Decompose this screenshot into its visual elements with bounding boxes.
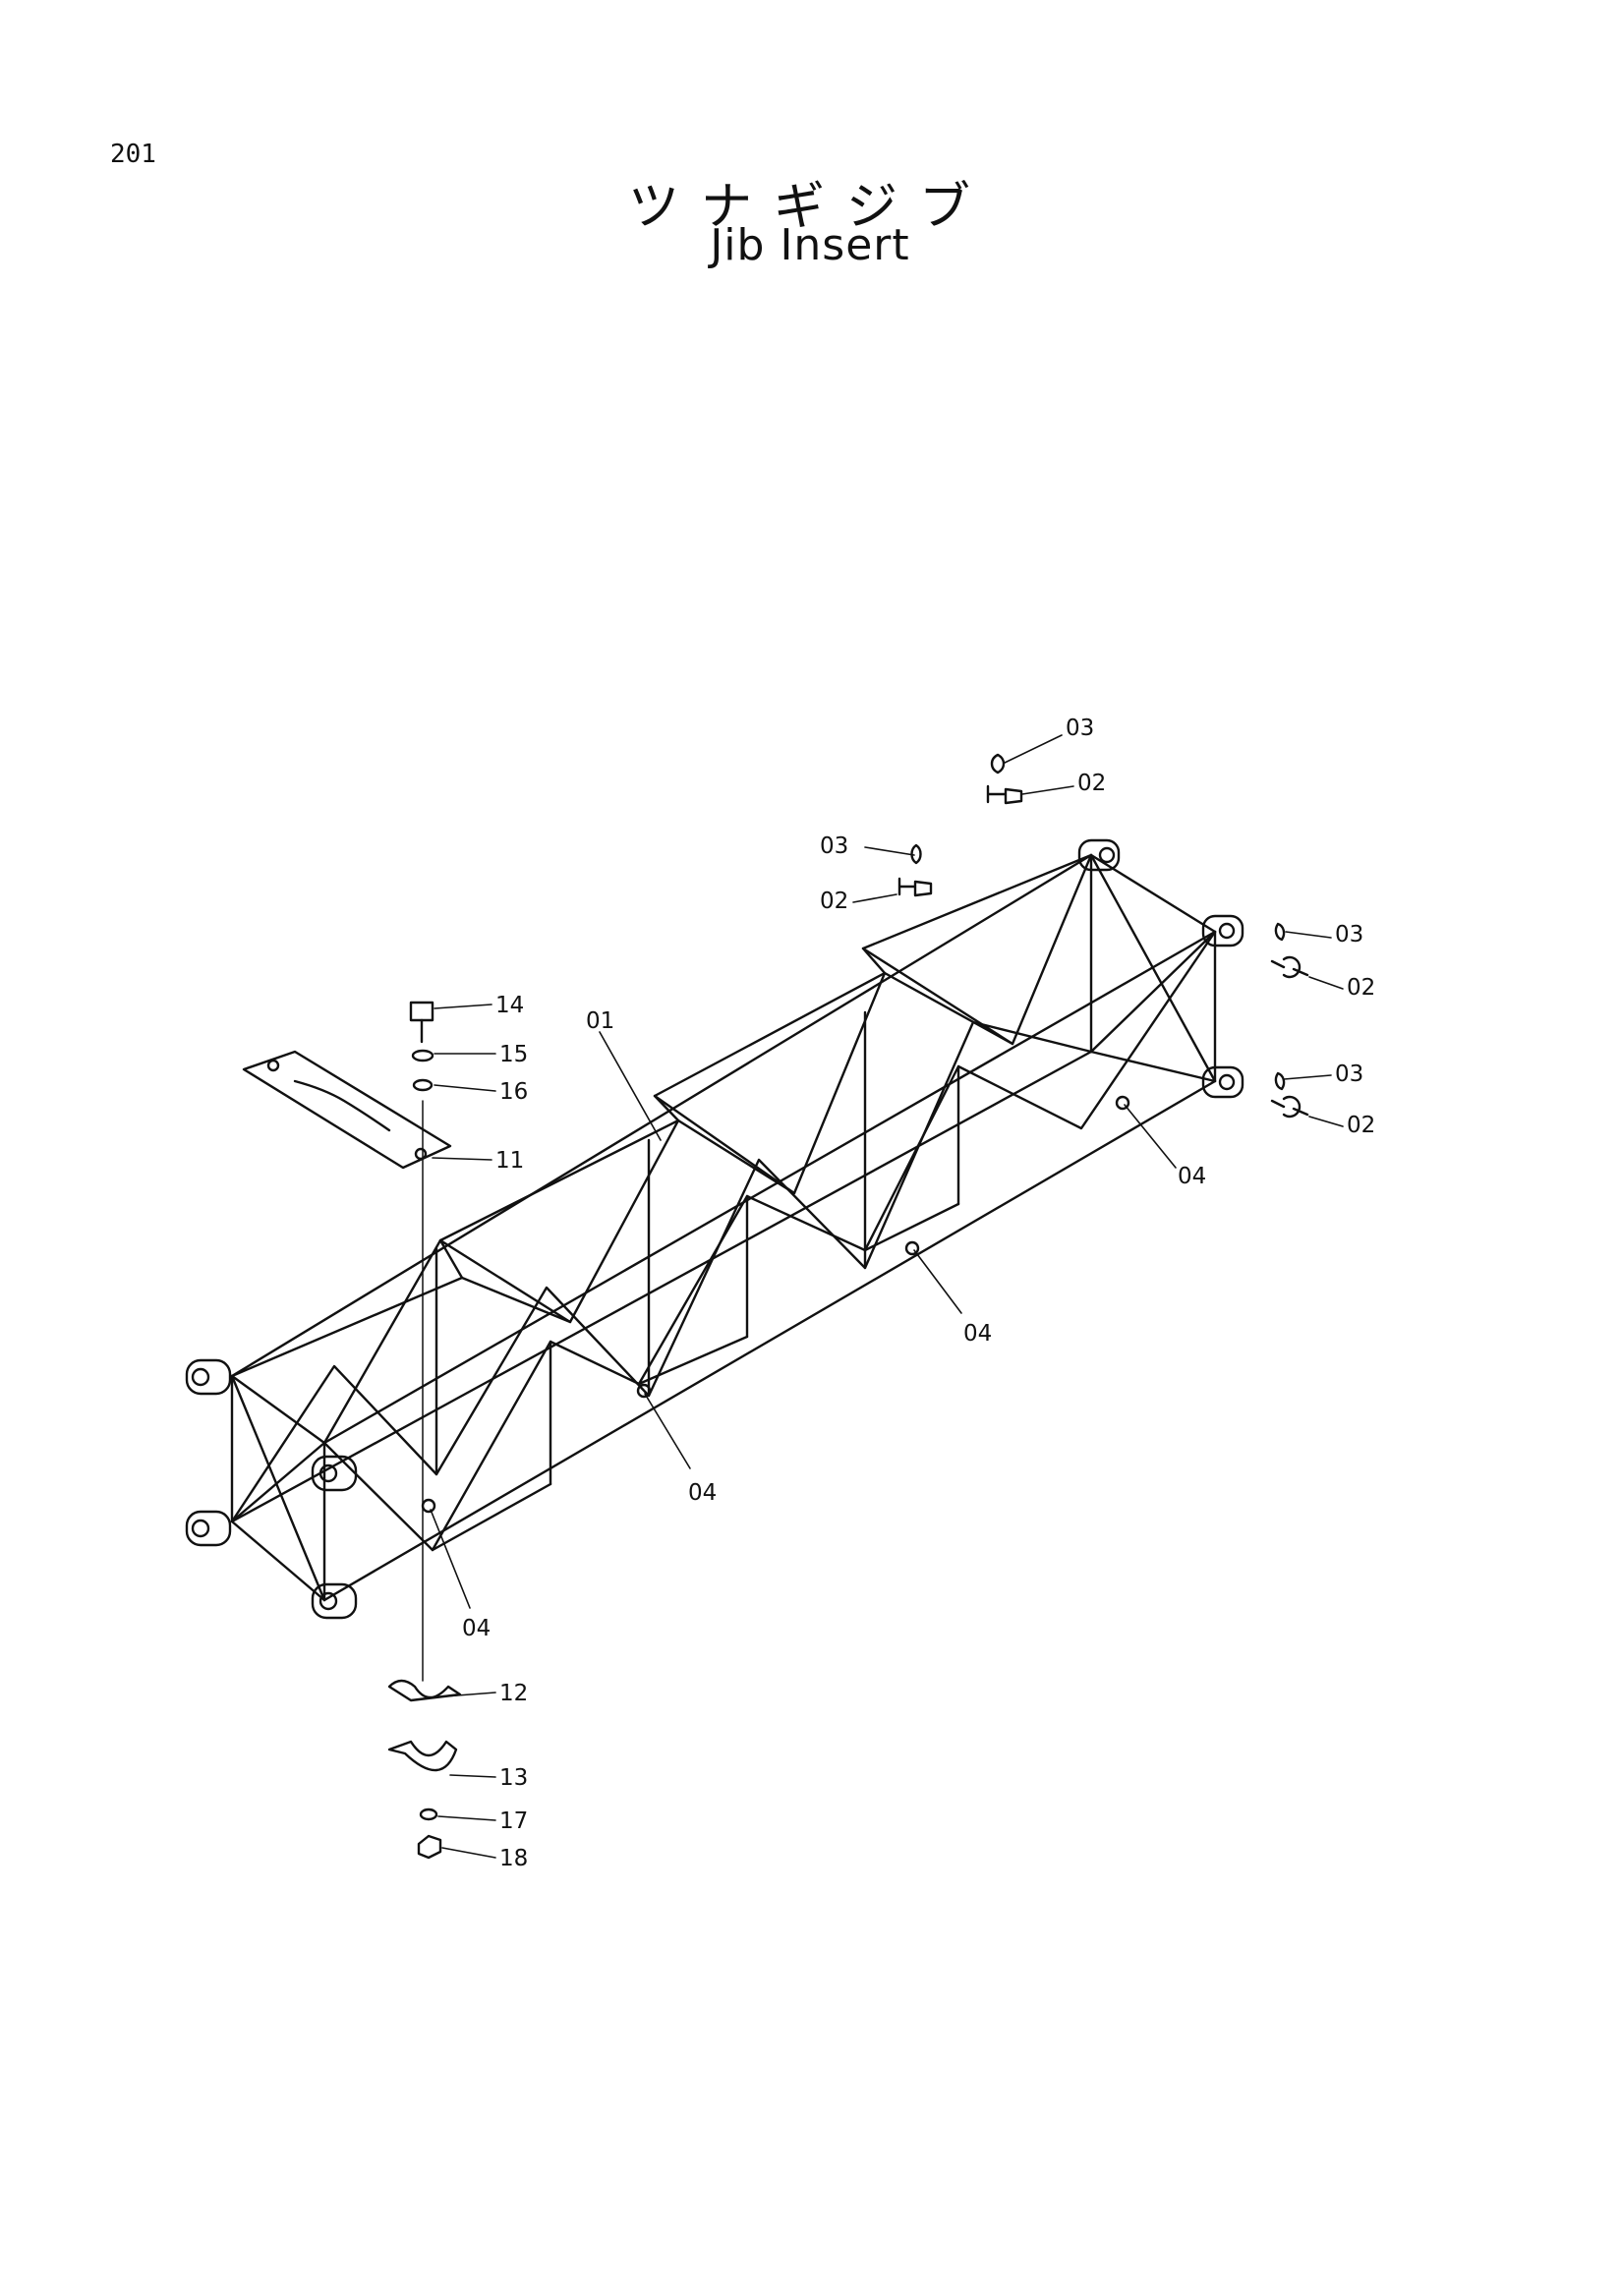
callout-02: 02 xyxy=(1077,771,1106,796)
callout-03: 03 xyxy=(1335,1062,1363,1087)
pins xyxy=(897,784,1309,1119)
top-right-chord xyxy=(322,930,1217,1445)
callout-03: 03 xyxy=(1066,716,1094,741)
page-number: 201 xyxy=(110,140,156,169)
callout-labels: 03 02 03 02 03 02 03 02 04 04 04 04 01 1… xyxy=(462,716,1375,1871)
bolt-and-washers xyxy=(409,1001,434,1092)
title-japanese: ツナギジブ xyxy=(627,178,992,237)
callout-17: 17 xyxy=(499,1808,528,1834)
callout-03: 03 xyxy=(820,833,848,859)
callout-15: 15 xyxy=(499,1042,528,1067)
top-left-chord xyxy=(230,853,1093,1378)
callout-16: 16 xyxy=(499,1079,528,1105)
callout-02: 02 xyxy=(1347,1113,1375,1138)
jib-lattice-frame xyxy=(230,853,1217,1602)
callout-04: 04 xyxy=(1178,1164,1206,1189)
leader-lines xyxy=(430,734,1344,1859)
callout-04: 04 xyxy=(462,1616,491,1641)
bottom-left-chord xyxy=(230,1050,1093,1523)
title-english: Jib Insert xyxy=(710,220,910,270)
callout-14: 14 xyxy=(495,993,524,1018)
callout-04: 04 xyxy=(688,1480,717,1506)
callout-04: 04 xyxy=(963,1321,992,1347)
support-bracket-11 xyxy=(242,1050,452,1170)
callout-11: 11 xyxy=(495,1148,524,1174)
callout-03: 03 xyxy=(1335,922,1363,947)
pin-lugs xyxy=(185,838,1244,1620)
retainers xyxy=(910,753,1286,1091)
callout-12: 12 xyxy=(499,1681,528,1706)
callout-13: 13 xyxy=(499,1765,528,1791)
callout-02: 02 xyxy=(1347,975,1375,1001)
bottom-right-chord xyxy=(322,1079,1217,1602)
callout-18: 18 xyxy=(499,1846,528,1871)
callout-02: 02 xyxy=(820,889,848,914)
callout-01: 01 xyxy=(586,1008,614,1034)
clamp-assembly xyxy=(387,1679,462,1860)
